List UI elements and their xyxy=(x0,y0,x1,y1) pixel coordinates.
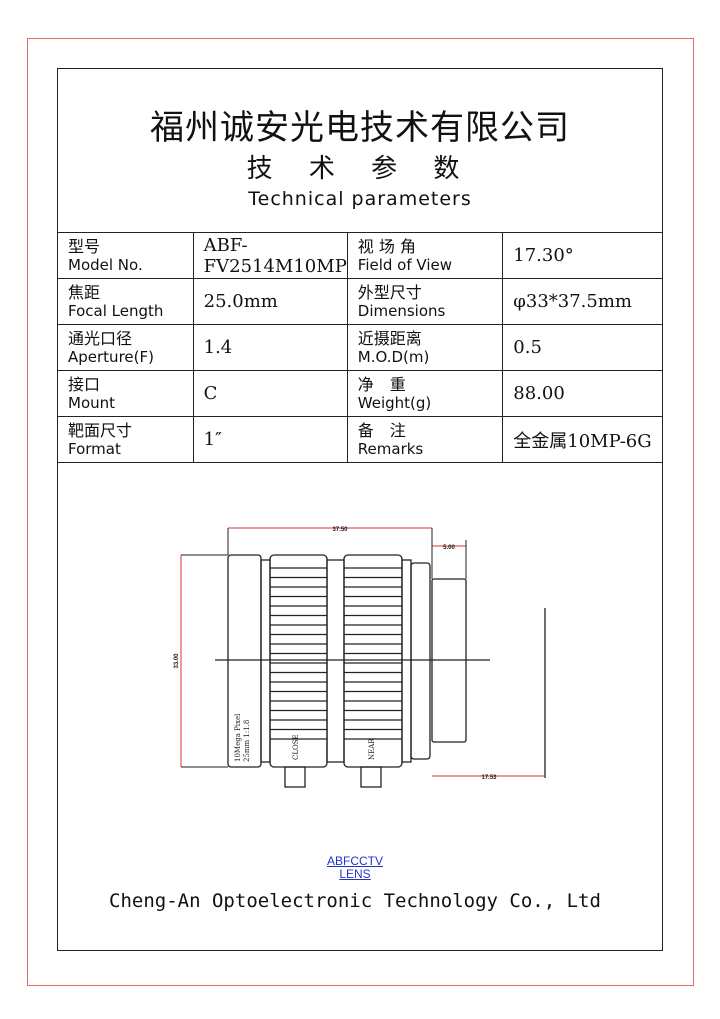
label-en: Field of View xyxy=(357,255,453,274)
label-en: Format xyxy=(68,439,121,458)
dim-back: 17.53 xyxy=(481,775,497,781)
dim-length: 37.50 xyxy=(332,527,348,533)
dim-diameter: 33.00 xyxy=(174,653,180,669)
outer-border xyxy=(27,38,694,986)
lens-text-1: 10Mega Pixel xyxy=(234,713,242,762)
label-en: Weight(g) xyxy=(357,393,432,412)
footer-company-en: Cheng-An Optoelectronic Technology Co., … xyxy=(109,890,601,912)
focus-ring-label: CLOSE xyxy=(292,734,300,760)
link-line-1[interactable]: ABFCCTV xyxy=(326,854,383,868)
label-cn: 接口 xyxy=(68,374,101,394)
spec-value: 17.30° xyxy=(502,232,663,279)
label-cn: 外型尺寸 xyxy=(357,282,422,302)
subtitle-cn: 技 术 参 数 xyxy=(246,154,474,184)
label-cn: 净 重 xyxy=(357,374,406,394)
iris-ring-label: NEAR xyxy=(368,738,376,760)
lens-text-2: 25mm 1:1.8 xyxy=(243,720,251,762)
spec-value: 25.0mm xyxy=(192,278,348,325)
label-en: M.O.D(m) xyxy=(357,347,430,366)
label-en: Remarks xyxy=(357,439,424,458)
label-en: Model No. xyxy=(68,255,143,274)
spec-value: 全金属10MP-6G xyxy=(502,416,663,463)
spec-value: C xyxy=(192,370,348,417)
link-line-2[interactable]: LENS xyxy=(339,867,371,881)
company-name-cn: 福州诚安光电技术有限公司 xyxy=(150,108,570,148)
label-cn: 型号 xyxy=(68,236,101,256)
spec-value: 88.00 xyxy=(502,370,663,417)
inner-border xyxy=(57,68,663,951)
subtitle-en: Technical parameters xyxy=(248,188,472,210)
label-cn: 近摄距离 xyxy=(357,328,422,348)
spec-value: φ33*37.5mm xyxy=(502,278,663,325)
label-cn: 焦距 xyxy=(68,282,101,302)
spec-value: 1″ xyxy=(192,416,348,463)
label-cn: 视 场 角 xyxy=(357,236,416,256)
label-cn: 通光口径 xyxy=(68,328,133,348)
label-cn: 备 注 xyxy=(357,420,406,440)
spec-value: 1.4 xyxy=(192,324,348,371)
label-en: Mount xyxy=(68,393,116,412)
spec-value: ABF-FV2514M10MP xyxy=(192,232,348,279)
label-en: Focal Length xyxy=(68,301,164,320)
label-en: Aperture(F) xyxy=(68,347,154,366)
dim-mount: 5.00 xyxy=(443,545,455,551)
label-cn: 靶面尺寸 xyxy=(68,420,133,440)
label-en: Dimensions xyxy=(357,301,446,320)
